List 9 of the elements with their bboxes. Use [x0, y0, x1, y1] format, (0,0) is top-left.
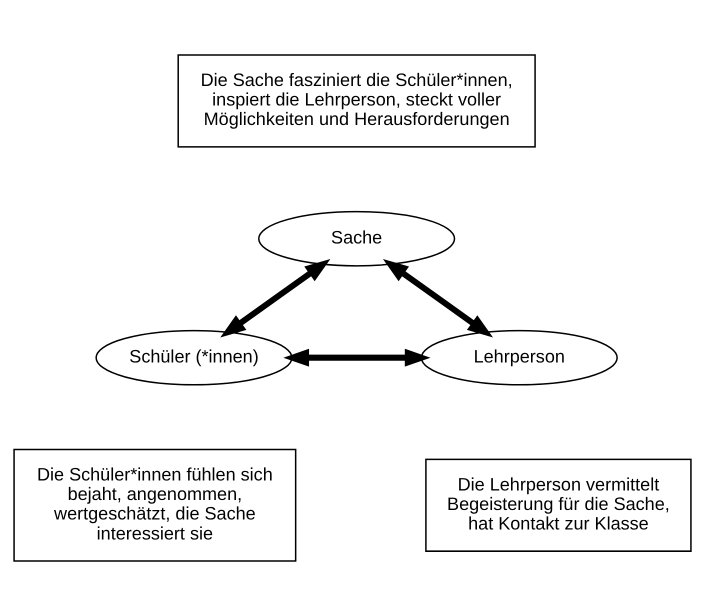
- node-ellipse: Lehrperson: [420, 329, 618, 386]
- arrow: [283, 348, 430, 366]
- arrow: [382, 258, 494, 337]
- node-box: Die Sache fasziniert die Schüler*innen, inspiert die Lehrperson, steckt voller Möglichkeiten und Herausforderungen: [177, 54, 536, 148]
- node-ellipse: Sache: [258, 210, 456, 266]
- node-ellipse: Schüler (*innen): [95, 329, 293, 386]
- node-box: Die Lehrperson vermittelt Begeisterung für die Sache, hat Kontakt zur Klasse: [425, 458, 692, 552]
- node-box: Die Schüler*innen fühlen sich bejaht, angenommen, wertgeschätzt, die Sache interessiert sie: [13, 448, 296, 562]
- arrow: [220, 258, 330, 337]
